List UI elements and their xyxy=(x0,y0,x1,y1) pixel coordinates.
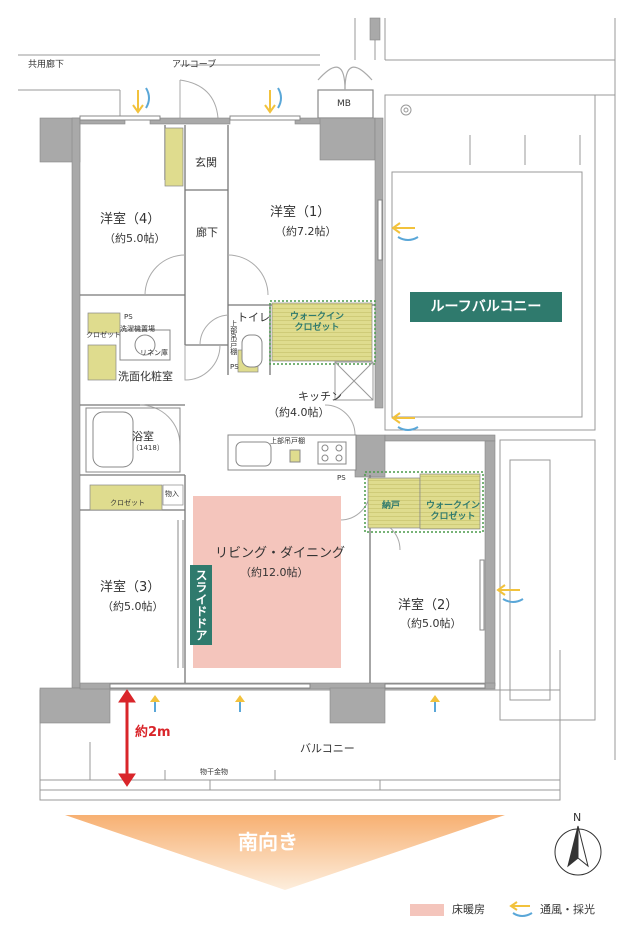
bed3-area: （約5.0帖） xyxy=(102,600,164,613)
slide-door-label: スライドドア xyxy=(190,565,212,645)
kitchen-label: キッチン xyxy=(298,390,342,403)
wic-borders xyxy=(269,300,484,533)
bath-label: 浴室 xyxy=(132,430,154,443)
wind-markers xyxy=(150,695,440,702)
roof-balcony-label: ルーフバルコニー xyxy=(410,292,562,322)
direction-label: 南向き xyxy=(238,830,298,854)
bed4-area: （約5.0帖） xyxy=(104,232,166,245)
upper-cabinet-label-2: 上部吊戸棚 xyxy=(270,437,305,445)
living-label: リビング・ダイニング xyxy=(215,546,346,561)
mb-box xyxy=(317,66,374,119)
roof-balcony-area xyxy=(384,18,616,760)
bed1-area: （約7.2帖） xyxy=(275,225,337,238)
mb-label: MB xyxy=(337,99,351,109)
living-area: （約12.0帖） xyxy=(240,566,309,579)
bed3-label: 洋室（3） xyxy=(100,580,161,595)
corridor-label: 共用廊下 xyxy=(28,60,65,70)
balcony-label: バルコニー xyxy=(300,742,355,755)
toilet-label: トイレ xyxy=(237,311,270,324)
kitchen-area: （約4.0帖） xyxy=(268,406,330,419)
legend-wind-label: 通風・採光 xyxy=(540,903,595,916)
bed2-label: 洋室（2） xyxy=(398,598,459,613)
distance-label: 約2m xyxy=(135,725,171,740)
side-balcony xyxy=(499,439,596,721)
drying-label: 物干金物 xyxy=(200,768,228,776)
washer-label: 洗濯機置場 xyxy=(120,325,155,333)
slide-door-track xyxy=(177,520,184,668)
upper-cabinet-label: 上部吊戸棚 xyxy=(229,320,238,355)
closet-label-1: クロゼット xyxy=(86,331,121,339)
door-swings xyxy=(139,254,401,551)
hall-label: 廊下 xyxy=(196,226,218,239)
bed2-area: （約5.0帖） xyxy=(400,617,462,630)
entrance-door xyxy=(179,79,219,119)
distance-arrow xyxy=(118,689,136,787)
bed4-label: 洋室（4） xyxy=(100,212,161,227)
wic2-label: ウォークイン クロゼット xyxy=(426,501,481,523)
entrance-label: 玄関 xyxy=(195,156,217,169)
bath-size: （1418） xyxy=(132,444,164,452)
closet-label-2: クロゼット xyxy=(110,499,145,507)
linen-label: リネン庫 xyxy=(140,349,168,357)
storage-label: 物入 xyxy=(165,490,179,498)
wic1-label: ウォークイン クロゼット xyxy=(290,312,345,334)
bath-fixtures xyxy=(85,329,263,473)
legend-floor-swatch xyxy=(410,904,444,916)
bed1-label: 洋室（1） xyxy=(270,205,331,220)
south-windows xyxy=(79,115,486,689)
duct-box xyxy=(334,361,374,401)
washroom-label: 洗面化粧室 xyxy=(118,370,173,383)
closet-fills xyxy=(87,127,481,530)
kitchen-counter xyxy=(227,434,357,471)
alcove-label: アルコーブ xyxy=(172,60,217,70)
ps-label-1: PS xyxy=(124,313,133,321)
south-direction-arrow xyxy=(65,815,505,890)
ps-label-3: PS xyxy=(337,474,346,482)
nando-label: 納戸 xyxy=(382,501,401,511)
legend-floor-label: 床暖房 xyxy=(452,903,485,916)
north-label: N xyxy=(573,811,582,824)
floor-heating-area xyxy=(193,496,341,668)
legend-wind-icon xyxy=(509,901,533,917)
ps-label-2: PS xyxy=(230,363,239,371)
north-compass-icon xyxy=(554,825,602,876)
